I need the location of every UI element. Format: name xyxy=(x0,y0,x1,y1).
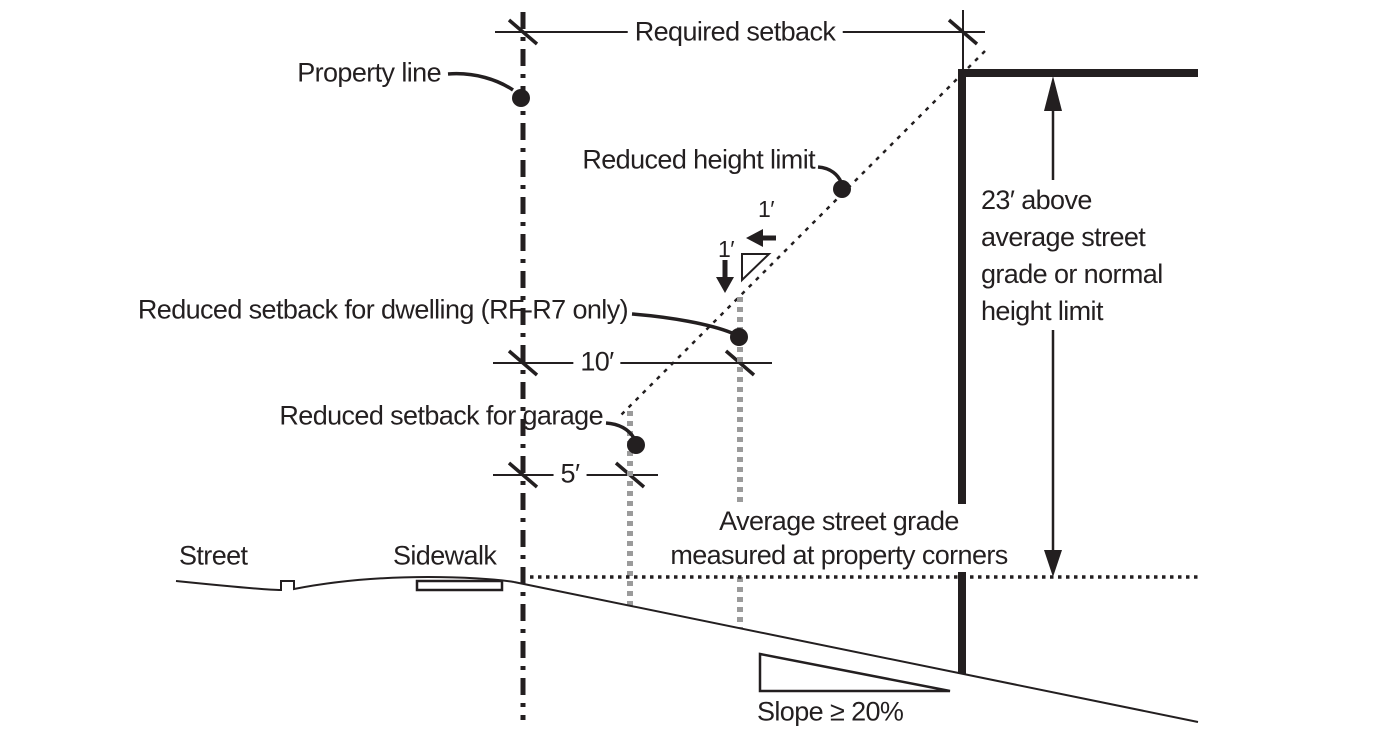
required-setback-label: Required setback xyxy=(627,16,843,48)
sidewalk-label: Sidewalk xyxy=(393,540,497,571)
arrow-down-head xyxy=(1044,550,1062,577)
one-foot-horizontal-label: 1′ xyxy=(758,195,775,222)
slope-triangle xyxy=(758,652,951,693)
dimension-tick xyxy=(947,18,979,46)
one-to-one-triangle xyxy=(741,253,772,283)
dimension-5ft-label: 5′ xyxy=(553,458,587,490)
reduced-setback-garage-label: Reduced setback for garage xyxy=(279,400,603,431)
height-limit-leader-dot xyxy=(833,180,851,198)
sloped-ground-line xyxy=(513,581,1199,723)
building-wall-line xyxy=(958,69,966,674)
reduced-setback-dwelling-label: Reduced setback for dwelling (RF-R7 only… xyxy=(137,294,629,325)
reduced-height-limit-line xyxy=(620,50,986,416)
arrow-up-head xyxy=(1044,76,1062,111)
dwelling-setback-leader-dot xyxy=(730,328,748,346)
one-foot-left-arrow-head xyxy=(746,229,763,247)
building-top-line xyxy=(958,69,1198,77)
one-foot-vertical-label: 1′ xyxy=(718,235,735,262)
slope-label: Slope ≥ 20% xyxy=(757,696,904,727)
height-above-grade-note: 23′ above average street grade or normal… xyxy=(974,182,1170,330)
dimension-10ft-label: 10′ xyxy=(573,346,621,378)
property-line-leader xyxy=(447,71,514,92)
property-line-label: Property line xyxy=(297,57,441,88)
one-foot-down-arrow-head xyxy=(716,277,734,293)
dwelling-setback-leader xyxy=(631,312,733,335)
street-ground-line xyxy=(175,575,515,592)
reduced-height-limit-label: Reduced height limit xyxy=(582,144,815,175)
street-label: Street xyxy=(179,540,248,571)
average-street-grade-label: Average street grade measured at propert… xyxy=(663,504,1015,572)
height-limit-leader xyxy=(817,165,843,183)
dimension-tick xyxy=(507,18,539,46)
garage-setback-leader xyxy=(605,421,636,439)
garage-setback-leader-dot xyxy=(627,436,645,454)
property-line-leader-dot xyxy=(512,89,530,107)
sidewalk-section xyxy=(415,579,504,592)
